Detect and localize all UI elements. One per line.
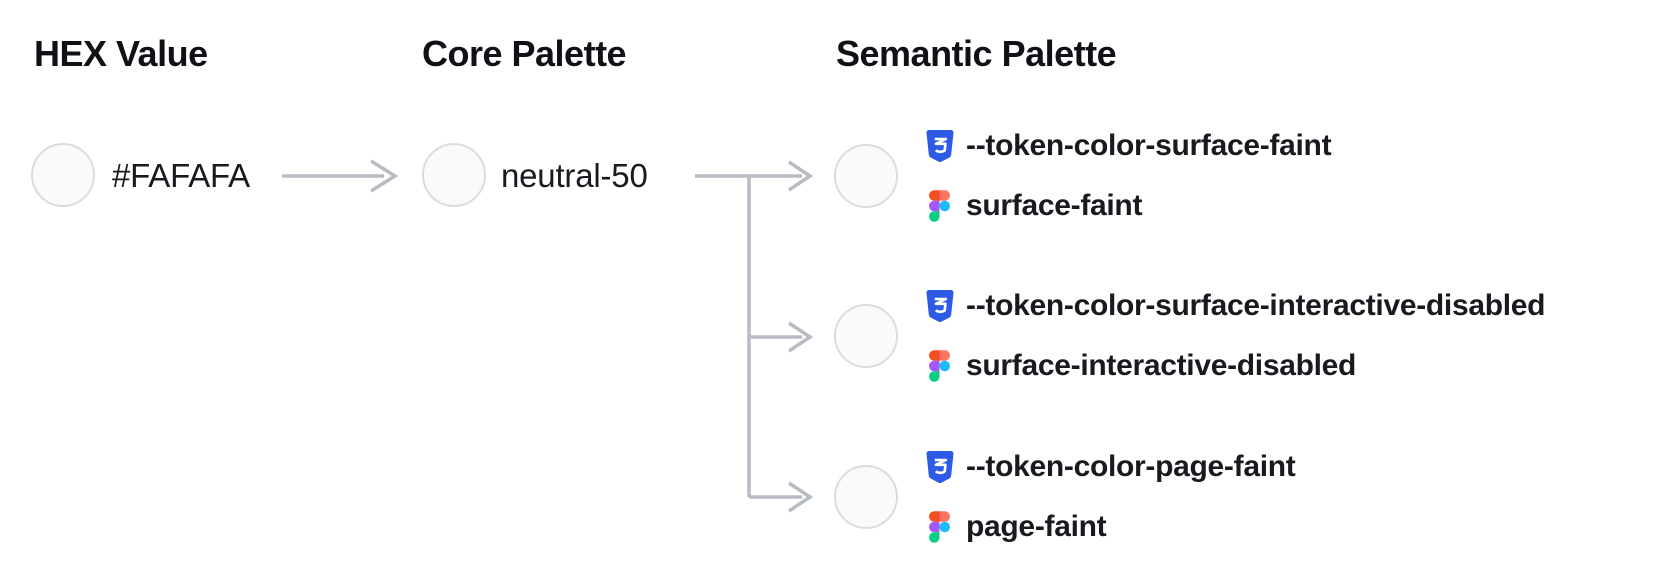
figma-logo-icon [925, 350, 954, 382]
semantic-token-row: --token-color-page-faint page-faint [0, 417, 1672, 577]
hex-value-label: #FAFAFA [112, 157, 250, 194]
figma-style-label: surface-faint [966, 189, 1143, 222]
css3-icon [925, 129, 954, 163]
css3-icon [925, 450, 954, 484]
css-variable-line: --token-color-surface-faint [925, 126, 1332, 166]
core-name-label: neutral-50 [501, 157, 648, 194]
core-palette-heading: Core Palette [422, 33, 627, 74]
token-color-swatch [834, 304, 898, 368]
figma-style-line: surface-faint [925, 186, 1142, 226]
arrow-hex-to-core [282, 159, 399, 193]
css3-icon [925, 289, 954, 323]
branch-core-to-semantic [695, 160, 814, 513]
figma-style-line: page-faint [925, 507, 1107, 547]
figma-logo-icon [925, 190, 954, 222]
hex-value-heading: HEX Value [34, 33, 208, 74]
css-variable-label: --token-color-surface-faint [966, 129, 1332, 162]
css-variable-line: --token-color-surface-interactive-disabl… [925, 286, 1546, 326]
figma-style-label: surface-interactive-disabled [966, 349, 1357, 382]
semantic-token-row: --token-color-surface-faint surface-fain… [0, 96, 1672, 256]
core-color-swatch [422, 143, 486, 207]
css-variable-label: --token-color-surface-interactive-disabl… [966, 289, 1546, 322]
css-variable-label: --token-color-page-faint [966, 450, 1296, 483]
css-variable-line: --token-color-page-faint [925, 447, 1296, 487]
semantic-token-row: --token-color-surface-interactive-disabl… [0, 256, 1672, 416]
figma-logo-icon [925, 511, 954, 543]
token-color-swatch [834, 144, 898, 208]
figma-style-line: surface-interactive-disabled [925, 346, 1356, 386]
hex-color-swatch [31, 143, 95, 207]
figma-style-label: page-faint [966, 510, 1107, 543]
token-color-swatch [834, 465, 898, 529]
semantic-palette-heading: Semantic Palette [836, 33, 1117, 74]
